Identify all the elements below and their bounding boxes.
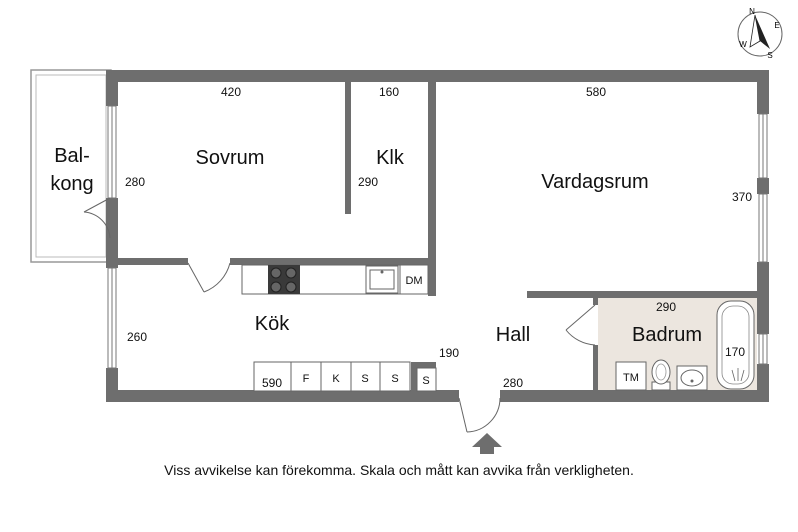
room-label-klk: Klk xyxy=(376,147,405,169)
room-label-balkong-1: Bal- xyxy=(54,145,90,167)
compass-s: S xyxy=(767,51,772,60)
dim-kok-side: 190 xyxy=(439,346,459,360)
toilet-icon xyxy=(651,359,671,391)
room-label-vardagsrum: Vardagsrum xyxy=(541,171,648,193)
compass-e: E xyxy=(774,21,779,30)
washbasin-icon xyxy=(676,365,708,391)
washing-machine-icon: TM xyxy=(615,361,647,391)
entrance-arrow xyxy=(472,433,502,454)
compass-w: W xyxy=(739,40,747,49)
room-label-balkong-2: kong xyxy=(50,173,93,195)
cabinet-label-3: S xyxy=(422,375,429,387)
bathtub-icon xyxy=(716,300,755,390)
room-label-kok: Kök xyxy=(255,313,290,335)
dim-hall-width: 280 xyxy=(503,376,523,390)
compass-icon: N E S W xyxy=(737,7,783,60)
dim-badrum-width: 290 xyxy=(656,300,676,314)
dim-vardagsrum-width: 580 xyxy=(586,85,606,99)
stove-icon xyxy=(268,265,300,294)
outer-walls xyxy=(106,70,769,402)
windows xyxy=(107,105,768,369)
dishwasher-label: DM xyxy=(405,275,422,287)
dim-sovrum-height: 280 xyxy=(125,175,145,189)
room-label-badrum: Badrum xyxy=(632,324,702,346)
sink-icon xyxy=(365,265,399,294)
balcony xyxy=(30,69,112,263)
cabinet-label-1: S xyxy=(361,373,368,385)
dim-kok-width: 590 xyxy=(262,376,282,390)
cabinet-label-2: S xyxy=(391,373,398,385)
compass-n: N xyxy=(749,7,755,16)
bathroom: TM xyxy=(598,298,757,391)
room-label-sovrum: Sovrum xyxy=(196,147,265,169)
dim-vardagsrum-height: 370 xyxy=(732,190,752,204)
disclaimer-text: Viss avvikelse kan förekomma. Skala och … xyxy=(164,462,634,478)
freezer-label: K xyxy=(332,373,340,385)
dim-sovrum-width: 420 xyxy=(221,85,241,99)
interior-walls xyxy=(118,82,769,402)
dim-badrum-height: 170 xyxy=(725,345,745,359)
room-label-hall: Hall xyxy=(496,324,530,346)
doors xyxy=(83,197,596,433)
kitchen-counter-bottom: F K S S S xyxy=(253,361,437,392)
dim-klk-width: 160 xyxy=(379,85,399,99)
kitchen-counter-top: DM xyxy=(241,264,429,295)
washer-label: TM xyxy=(623,372,639,384)
dim-kok-height: 260 xyxy=(127,330,147,344)
dim-klk-height: 290 xyxy=(358,175,378,189)
fridge-label: F xyxy=(303,373,310,385)
